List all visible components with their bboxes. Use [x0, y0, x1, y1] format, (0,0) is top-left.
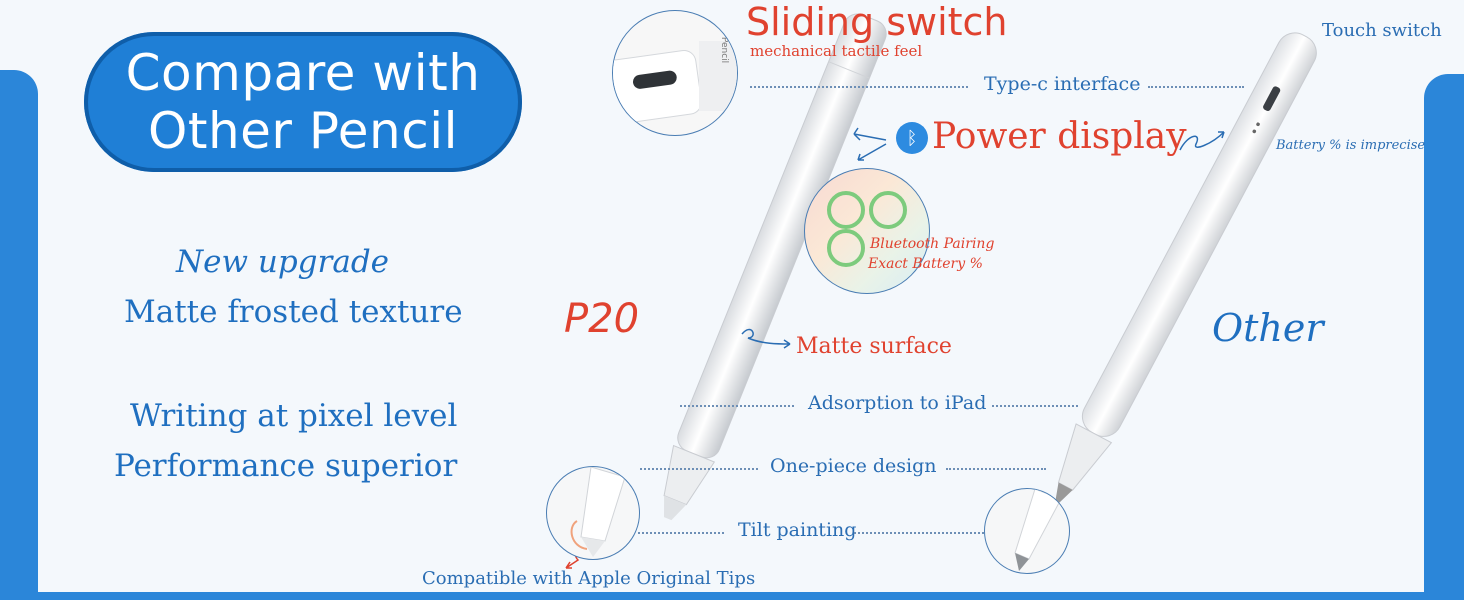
bluetooth-pairing-label: Bluetooth Pairing — [870, 236, 995, 252]
arrow-icon-power — [853, 127, 887, 161]
headphone-battery-ring — [827, 229, 865, 267]
battery-app-circle — [804, 168, 930, 294]
matte-surface-label: Matte surface — [796, 334, 952, 359]
adsorption-label: Adsorption to iPad — [808, 392, 987, 414]
title-line-1: Compare with — [125, 44, 481, 102]
other-pencil-image — [1055, 32, 1317, 504]
battery-imprecise-label: Battery % is imprecise — [1276, 138, 1426, 153]
connector-type-c-left — [750, 86, 968, 88]
mechanical-feel-label: mechanical tactile feel — [750, 42, 923, 60]
one-piece-label: One-piece design — [770, 455, 937, 477]
feature-performance: Performance superior — [114, 448, 458, 484]
bottom-frame-border — [0, 592, 1464, 600]
other-tip-icon — [1014, 489, 1062, 571]
device-battery-ring — [827, 191, 865, 229]
feature-matte-texture: Matte frosted texture — [124, 294, 463, 330]
title-line-2: Other Pencil — [148, 102, 458, 160]
tilt-painting-label: Tilt painting — [738, 519, 857, 541]
pencil-brand-text: Pencil — [719, 36, 730, 64]
exact-battery-label: Exact Battery % — [868, 256, 983, 272]
bluetooth-icon: ᛒ — [896, 122, 928, 154]
title-badge: Compare with Other Pencil — [84, 32, 522, 172]
feature-new-upgrade: New upgrade — [176, 244, 390, 280]
right-frame-border — [1424, 74, 1464, 600]
power-display-label: Power display — [932, 116, 1187, 157]
compatible-tips-label: Compatible with Apple Original Tips — [422, 568, 756, 589]
left-frame-border — [0, 70, 38, 600]
other-label: Other — [1212, 306, 1324, 350]
p20-tip-circle — [546, 466, 640, 560]
connector-type-c-right — [1148, 86, 1244, 88]
connector-one-piece-left — [640, 468, 758, 470]
connector-tilt-left — [638, 532, 724, 534]
p20-tip-icon — [570, 467, 626, 557]
p20-label: P20 — [564, 296, 640, 342]
connector-adsorption-left — [680, 405, 794, 407]
type-c-port-icon — [613, 41, 737, 125]
other-tip-circle — [984, 488, 1070, 574]
type-c-detail-circle: Pencil — [612, 10, 738, 136]
arrow-icon-matte — [741, 328, 791, 349]
connector-tilt-right — [854, 532, 984, 534]
arrow-icon-squiggle-right — [1179, 131, 1225, 151]
pencil-battery-ring — [869, 191, 907, 229]
connector-adsorption-right — [992, 405, 1078, 407]
type-c-label: Type-c interface — [984, 73, 1141, 95]
p20-pencil-image — [663, 13, 887, 521]
connector-one-piece-right — [946, 468, 1046, 470]
touch-switch-label: Touch switch — [1322, 20, 1442, 41]
feature-writing: Writing at pixel level — [130, 398, 458, 434]
sliding-switch-label: Sliding switch — [746, 0, 1008, 44]
